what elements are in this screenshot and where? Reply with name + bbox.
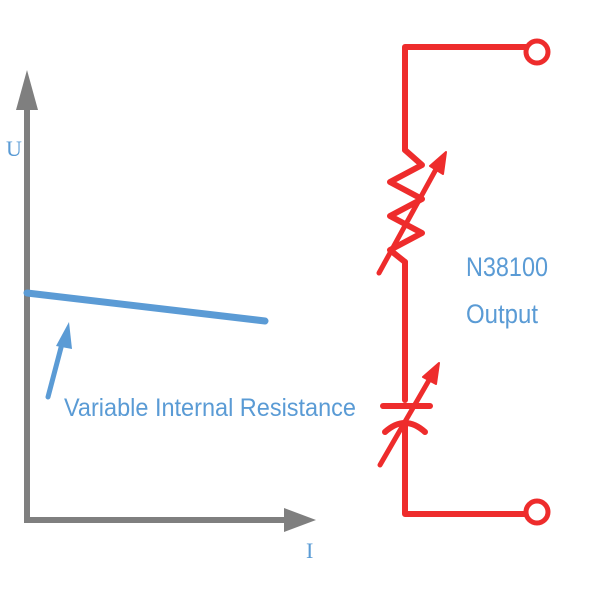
- circuit-title-line1: N38100: [466, 252, 548, 282]
- circuit-title-line2: Output: [466, 299, 538, 329]
- bottom-terminal: [523, 498, 551, 526]
- top-wire: [402, 44, 530, 153]
- x-axis-label: I: [306, 538, 313, 563]
- variable-resistor-arrow-line: [376, 159, 443, 276]
- characteristic-line: [23, 289, 269, 325]
- capacitor-arrow-line: [377, 372, 435, 468]
- y-axis-arrow: [16, 70, 38, 110]
- capacitor-arrowhead: [422, 362, 440, 385]
- variable-resistor-arrowhead: [429, 151, 447, 175]
- y-axis-label: U: [6, 136, 22, 161]
- output-circuit: [376, 38, 551, 526]
- top-terminal: [523, 38, 551, 66]
- ui-graph: U I Variable Internal Resistance: [6, 70, 356, 563]
- annotation-pointer-line: [45, 337, 66, 400]
- annotation-pointer-arrowhead: [56, 322, 72, 349]
- annotation-text: Variable Internal Resistance: [64, 394, 356, 422]
- bottom-wire: [402, 420, 530, 517]
- x-axis-arrow: [284, 508, 316, 532]
